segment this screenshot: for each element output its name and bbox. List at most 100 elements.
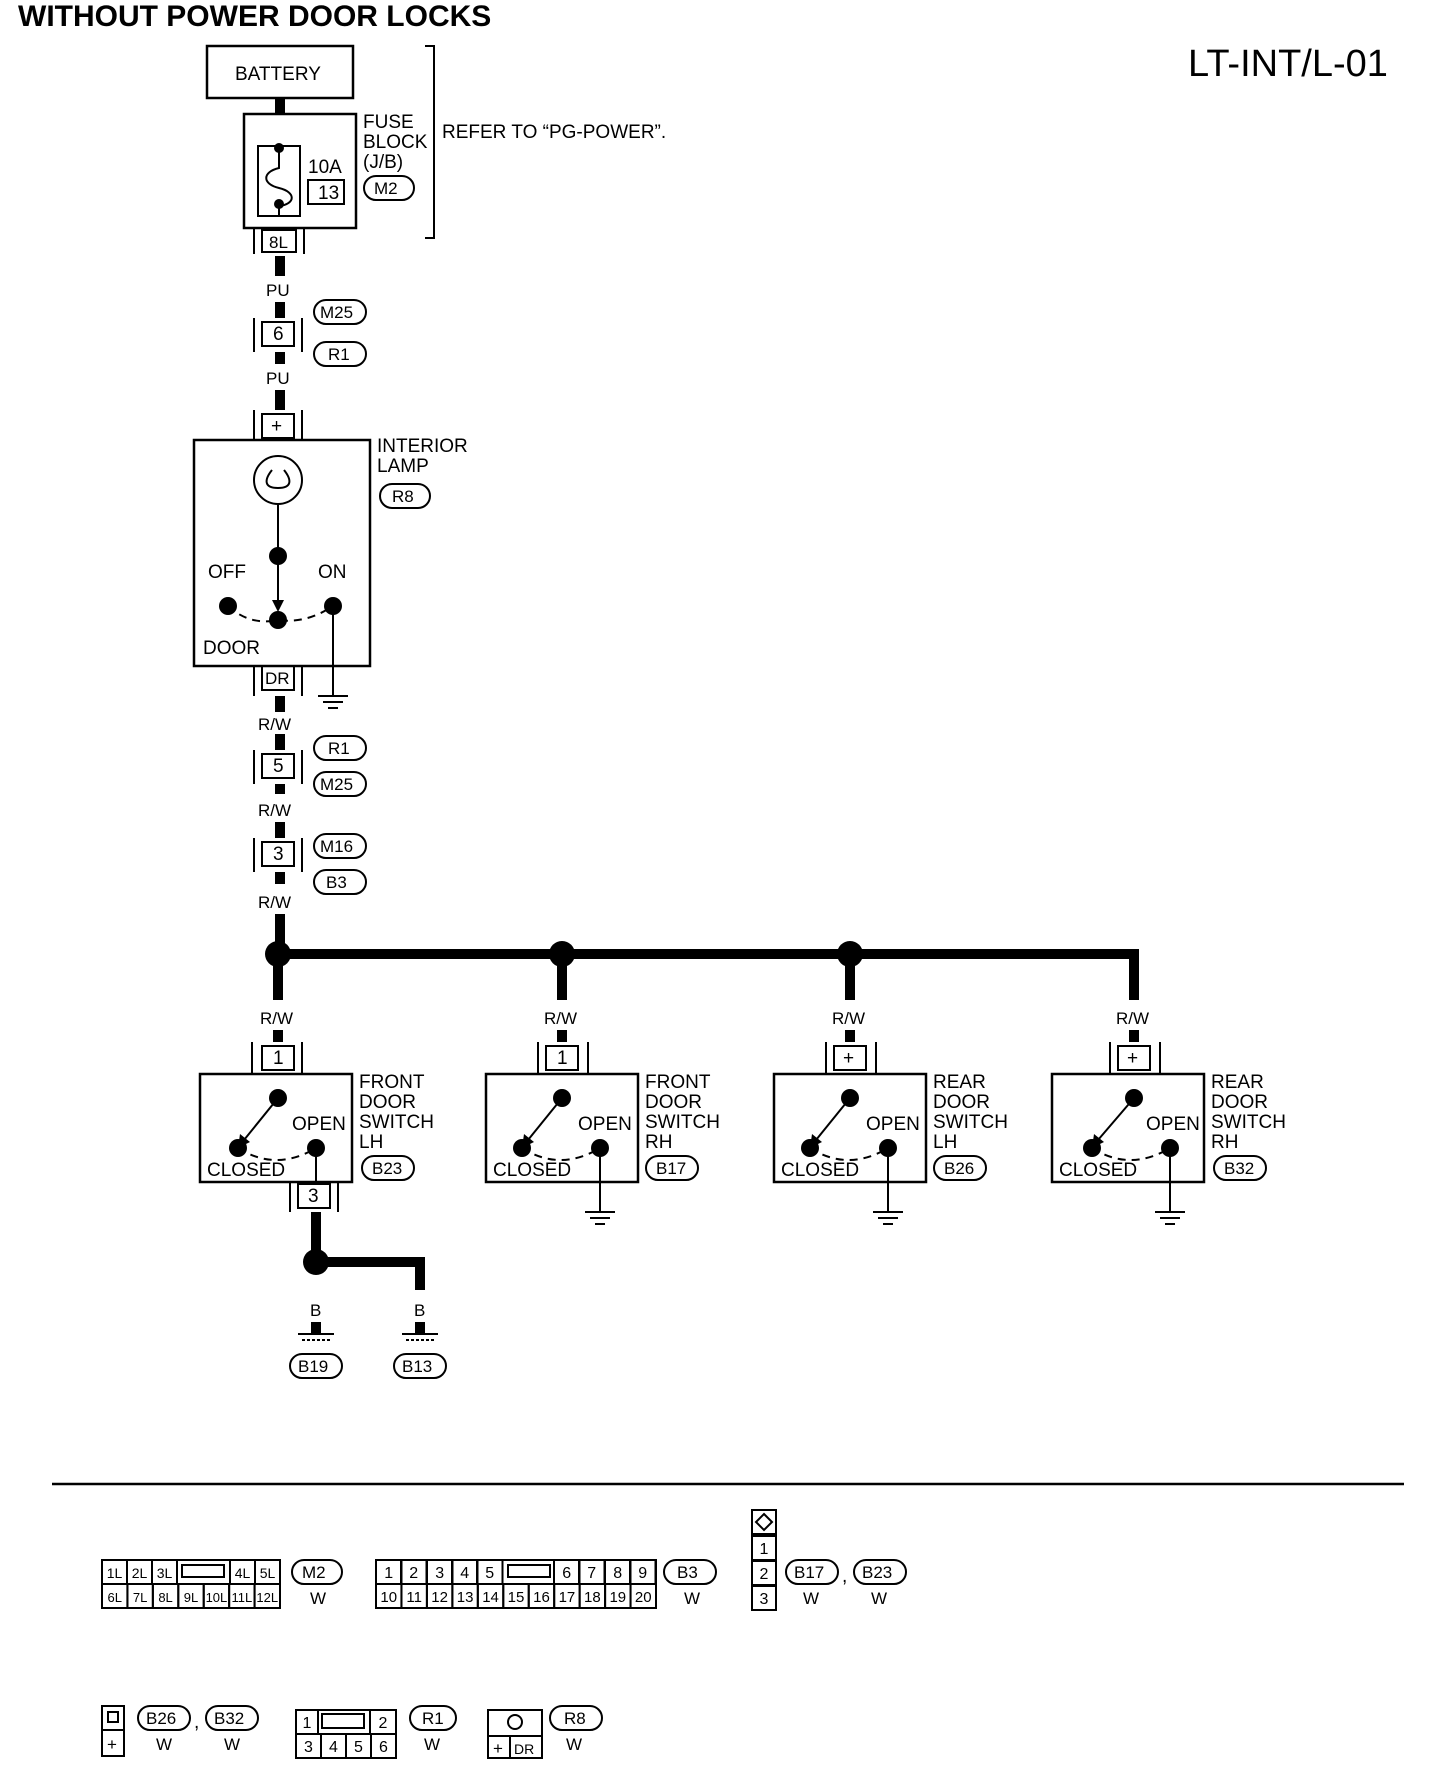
switch4-open-label: OPEN [1146,1114,1200,1135]
b26-pin: + [107,1735,117,1754]
ground-icon [318,695,348,709]
switch3-pin: + [843,1048,854,1069]
lamp-label-2: LAMP [377,456,429,477]
switch2-wire-color: R/W [544,1009,577,1028]
switch2-label-4: RH [645,1132,672,1153]
wire-color-rw-3: R/W [258,893,291,912]
connector-pin: 6 [379,1739,388,1756]
connector-pin: 16 [533,1589,550,1606]
r1-connector-label: R1 [422,1709,444,1728]
connector-pin: 5 [485,1565,494,1582]
ground-b19: B B19 [289,1301,343,1379]
joint-connector-1: 6 M25 R1 [253,299,367,367]
switch1-label-4: LH [359,1132,383,1153]
switch1-closed-label: CLOSED [207,1160,285,1181]
ground2-connector: B13 [402,1357,432,1376]
refer-note: REFER TO “PG-POWER”. [442,122,666,143]
switch3-wire-color: R/W [832,1009,865,1028]
switch4-wire-color: R/W [1116,1009,1149,1028]
b3-connector-label: B3 [677,1563,698,1582]
connector-pin: 9L [184,1590,198,1605]
r8-connector-label: R8 [564,1709,586,1728]
connector-pin: 18 [584,1589,601,1606]
connector-pin: 8 [613,1565,622,1582]
joint1-connector-bottom: R1 [328,345,350,364]
connector-pin: 17 [559,1589,576,1606]
fuse-block-connector: M2 [374,179,398,198]
connector-view-b17-b23: 123 B17 , B23 W W [751,1509,907,1611]
b26-color: W [156,1735,172,1754]
connector-pin: 7L [133,1590,147,1605]
connector-pin: 4L [235,1565,251,1581]
fuse-number: 13 [318,183,339,204]
connector-pin: 1 [760,1541,769,1558]
connector-pin: 1 [303,1715,312,1732]
joint2-connector-top: R1 [328,739,350,758]
joint1-connector-top: M25 [320,303,353,322]
switch1-connector: B23 [372,1159,402,1178]
connector-pin: 15 [508,1589,525,1606]
lamp-dr-terminal: DR [265,669,290,688]
switch4-label-4: RH [1211,1132,1238,1153]
switch1-pin2: 3 [308,1186,319,1207]
switch2-open-label: OPEN [578,1114,632,1135]
fuse-block: 10A 13 FUSE BLOCK (J/B) M2 8L [242,112,428,254]
connector-pin: 13 [457,1589,474,1606]
b23-connector-label: B23 [862,1563,892,1582]
lamp-label-1: INTERIOR [377,436,468,457]
b23-color: W [871,1589,887,1608]
connector-pin: 12 [431,1589,448,1606]
ground1-connector: B19 [298,1357,328,1376]
connector-pin: 4 [460,1565,469,1582]
b17-connector-label: B17 [794,1563,824,1582]
joint2-connector-bottom: M25 [320,775,353,794]
switch4-label-1: REAR [1211,1072,1264,1093]
ground2-wire-color: B [414,1301,425,1320]
switch3-connector: B26 [944,1159,974,1178]
switch3-label-3: SWITCH [933,1112,1008,1133]
ground1-wire-color: B [310,1301,321,1320]
connector-pin: 10L [206,1590,228,1605]
switch1-open-label: OPEN [292,1114,346,1135]
joint3-connector-bottom: B3 [326,873,347,892]
b26-separator: , [194,1712,199,1733]
wire-color-rw-1: R/W [258,715,291,734]
wire-color-pu-2: PU [266,369,290,388]
joint-connector-2: 5 R1 M25 [253,735,367,797]
switch4-label-3: SWITCH [1211,1112,1286,1133]
switch1-pin: 1 [273,1048,284,1069]
switch2-label-2: DOOR [645,1092,702,1113]
connector-pin: 3L [157,1565,173,1581]
switch4-label-2: DOOR [1211,1092,1268,1113]
switch3-closed-label: CLOSED [781,1160,859,1181]
b32-connector-label: B32 [214,1709,244,1728]
switch2-closed-label: CLOSED [493,1160,571,1181]
joint2-pin: 5 [273,756,284,777]
lamp-plus-terminal: + [271,416,282,437]
b26-connector-label: B26 [146,1709,176,1728]
r1-color: W [424,1735,440,1754]
joint1-pin: 6 [273,324,284,345]
wire-color-pu-1: PU [266,281,290,300]
interior-lamp: + OFF ON DOOR INTERIOR LAMP R8 DR [192,410,468,696]
b17-separator: , [842,1566,847,1587]
joint3-pin: 3 [273,844,284,865]
connector-pin: 9 [638,1565,647,1582]
front-door-switch-rh: R/W 1 OPEN CLOSED FRONT DOOR SWITCH RH B… [484,1009,720,1225]
switch4-closed-label: CLOSED [1059,1160,1137,1181]
switch1-label-2: DOOR [359,1092,416,1113]
battery-label: BATTERY [235,64,321,85]
rear-door-switch-lh: R/W + OPEN CLOSED REAR DOOR SWITCH LH B2… [772,1009,1008,1225]
rear-door-switch-rh: R/W + OPEN CLOSED REAR DOOR SWITCH RH B3… [1050,1009,1286,1225]
ground-icon [1155,1211,1185,1225]
connector-pin: 2 [409,1565,418,1582]
battery: BATTERY [205,44,355,100]
m2-connector-label: M2 [302,1563,326,1582]
lamp-door-label: DOOR [203,638,260,659]
switch1-label-1: FRONT [359,1072,425,1093]
connector-pin: 19 [609,1589,626,1606]
switch3-open-label: OPEN [866,1114,920,1135]
